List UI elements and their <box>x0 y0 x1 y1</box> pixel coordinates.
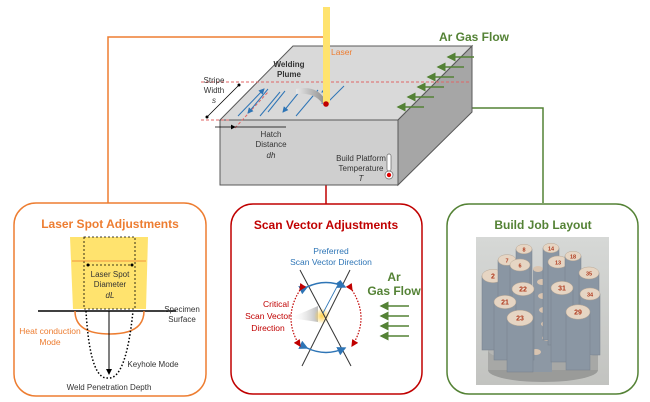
rod-label: 7 <box>505 259 508 265</box>
rod-top <box>550 281 574 295</box>
rod-top <box>565 304 591 320</box>
laser-beam-profile <box>70 237 148 309</box>
rod-top <box>511 282 535 296</box>
critical-arc-left <box>290 283 307 348</box>
surface-label-1: Specimen <box>164 305 200 314</box>
laser-spot-dot <box>323 101 329 107</box>
rod <box>565 311 591 371</box>
heat-conduction-pool <box>74 310 145 335</box>
rod-label: 2 <box>491 274 495 281</box>
scan-gas-label-2: Gas Flow <box>367 284 421 298</box>
scan-vector-panel <box>230 203 423 395</box>
scan-gas-arrows <box>379 301 409 341</box>
laser-spot-title: Laser Spot Adjustments <box>41 217 179 231</box>
preferred-label-1: Preferred <box>313 246 349 256</box>
critical-label-3: Direction <box>251 323 285 333</box>
spot-symbol: dL <box>106 291 115 300</box>
platform-side <box>397 44 473 187</box>
keyhole-pool <box>85 310 134 379</box>
stripe-width-dimension <box>206 84 240 118</box>
rod-top <box>509 258 531 272</box>
rod-label: 29 <box>574 310 582 317</box>
rod-label: 8 <box>522 248 525 254</box>
hatch-guide <box>234 91 269 129</box>
small-rod <box>531 352 541 372</box>
stripe-label-1: Stripe <box>204 76 225 85</box>
rod-label: 18 <box>570 255 576 261</box>
scan-vector-title: Scan Vector Adjustments <box>254 218 399 232</box>
gas-flow-arrows-top <box>396 52 474 112</box>
plume-label-1: Welding <box>274 60 305 69</box>
stripe-symbol: s <box>212 96 216 105</box>
hatch-symbol: dh <box>267 151 276 160</box>
laser-label: Laser <box>331 47 352 57</box>
keyhole-label: Keyhole Mode <box>127 360 179 369</box>
critical-arc-right <box>345 283 362 348</box>
surface-label-2: Surface <box>168 315 196 324</box>
welding-plume <box>296 87 327 103</box>
rod-label: 31 <box>558 286 566 293</box>
rod <box>506 317 534 373</box>
rod-label: 22 <box>519 287 527 294</box>
rod-top <box>578 266 600 280</box>
preferred-arc-bottom <box>298 340 347 356</box>
build-job-photo: 2 7 8 14 6 13 18 35 22 31 34 21 23 29 <box>476 237 609 385</box>
rod-label: 34 <box>587 293 594 299</box>
laser-beam <box>323 7 330 103</box>
critical-label-2: Scan Vector <box>245 311 291 321</box>
rod-top <box>542 242 560 254</box>
preferred-arc-top <box>298 279 347 295</box>
rod-top <box>579 287 601 301</box>
platform-front <box>219 119 399 186</box>
stripe-label-2: Width <box>204 86 224 95</box>
rod-label: 13 <box>555 261 561 267</box>
small-rod <box>542 338 552 372</box>
thermometer-icon <box>384 153 394 180</box>
rod-label: 35 <box>586 272 592 278</box>
hatch-label-2: Distance <box>255 140 287 149</box>
temperature-label-1: Build Platform <box>336 154 386 163</box>
gas-flow-label: Ar Gas Flow <box>439 30 510 44</box>
plume-label-2: Plume <box>277 70 302 79</box>
build-job-title: Build Job Layout <box>494 218 591 232</box>
rod-top <box>493 295 517 309</box>
rod-top <box>515 243 533 255</box>
penetration-depth-label: Weld Penetration Depth <box>67 383 152 392</box>
small-rod-top <box>533 266 543 272</box>
rod-label: 21 <box>501 300 509 307</box>
conduction-label-2: Mode <box>39 337 61 347</box>
conduction-label-1: Heat conduction <box>19 326 81 336</box>
rod-label: 23 <box>516 316 524 323</box>
rod-label: 6 <box>518 264 521 270</box>
scan-gas-label-1: Ar <box>387 270 401 284</box>
temperature-symbol: T <box>359 174 365 183</box>
laser-connector <box>107 36 327 203</box>
rod-top <box>506 309 534 327</box>
spot-label-2: Diameter <box>94 280 127 289</box>
build-platform <box>218 44 474 187</box>
rod-label: 14 <box>548 247 555 253</box>
temperature-label-2: Temperature <box>339 164 384 173</box>
spot-label-1: Laser Spot <box>91 270 130 279</box>
critical-label-1: Critical <box>263 299 289 309</box>
rod-top <box>564 250 582 262</box>
hatch-label-1: Hatch <box>261 130 282 139</box>
preferred-label-2: Scan Vector Direction <box>290 257 372 267</box>
